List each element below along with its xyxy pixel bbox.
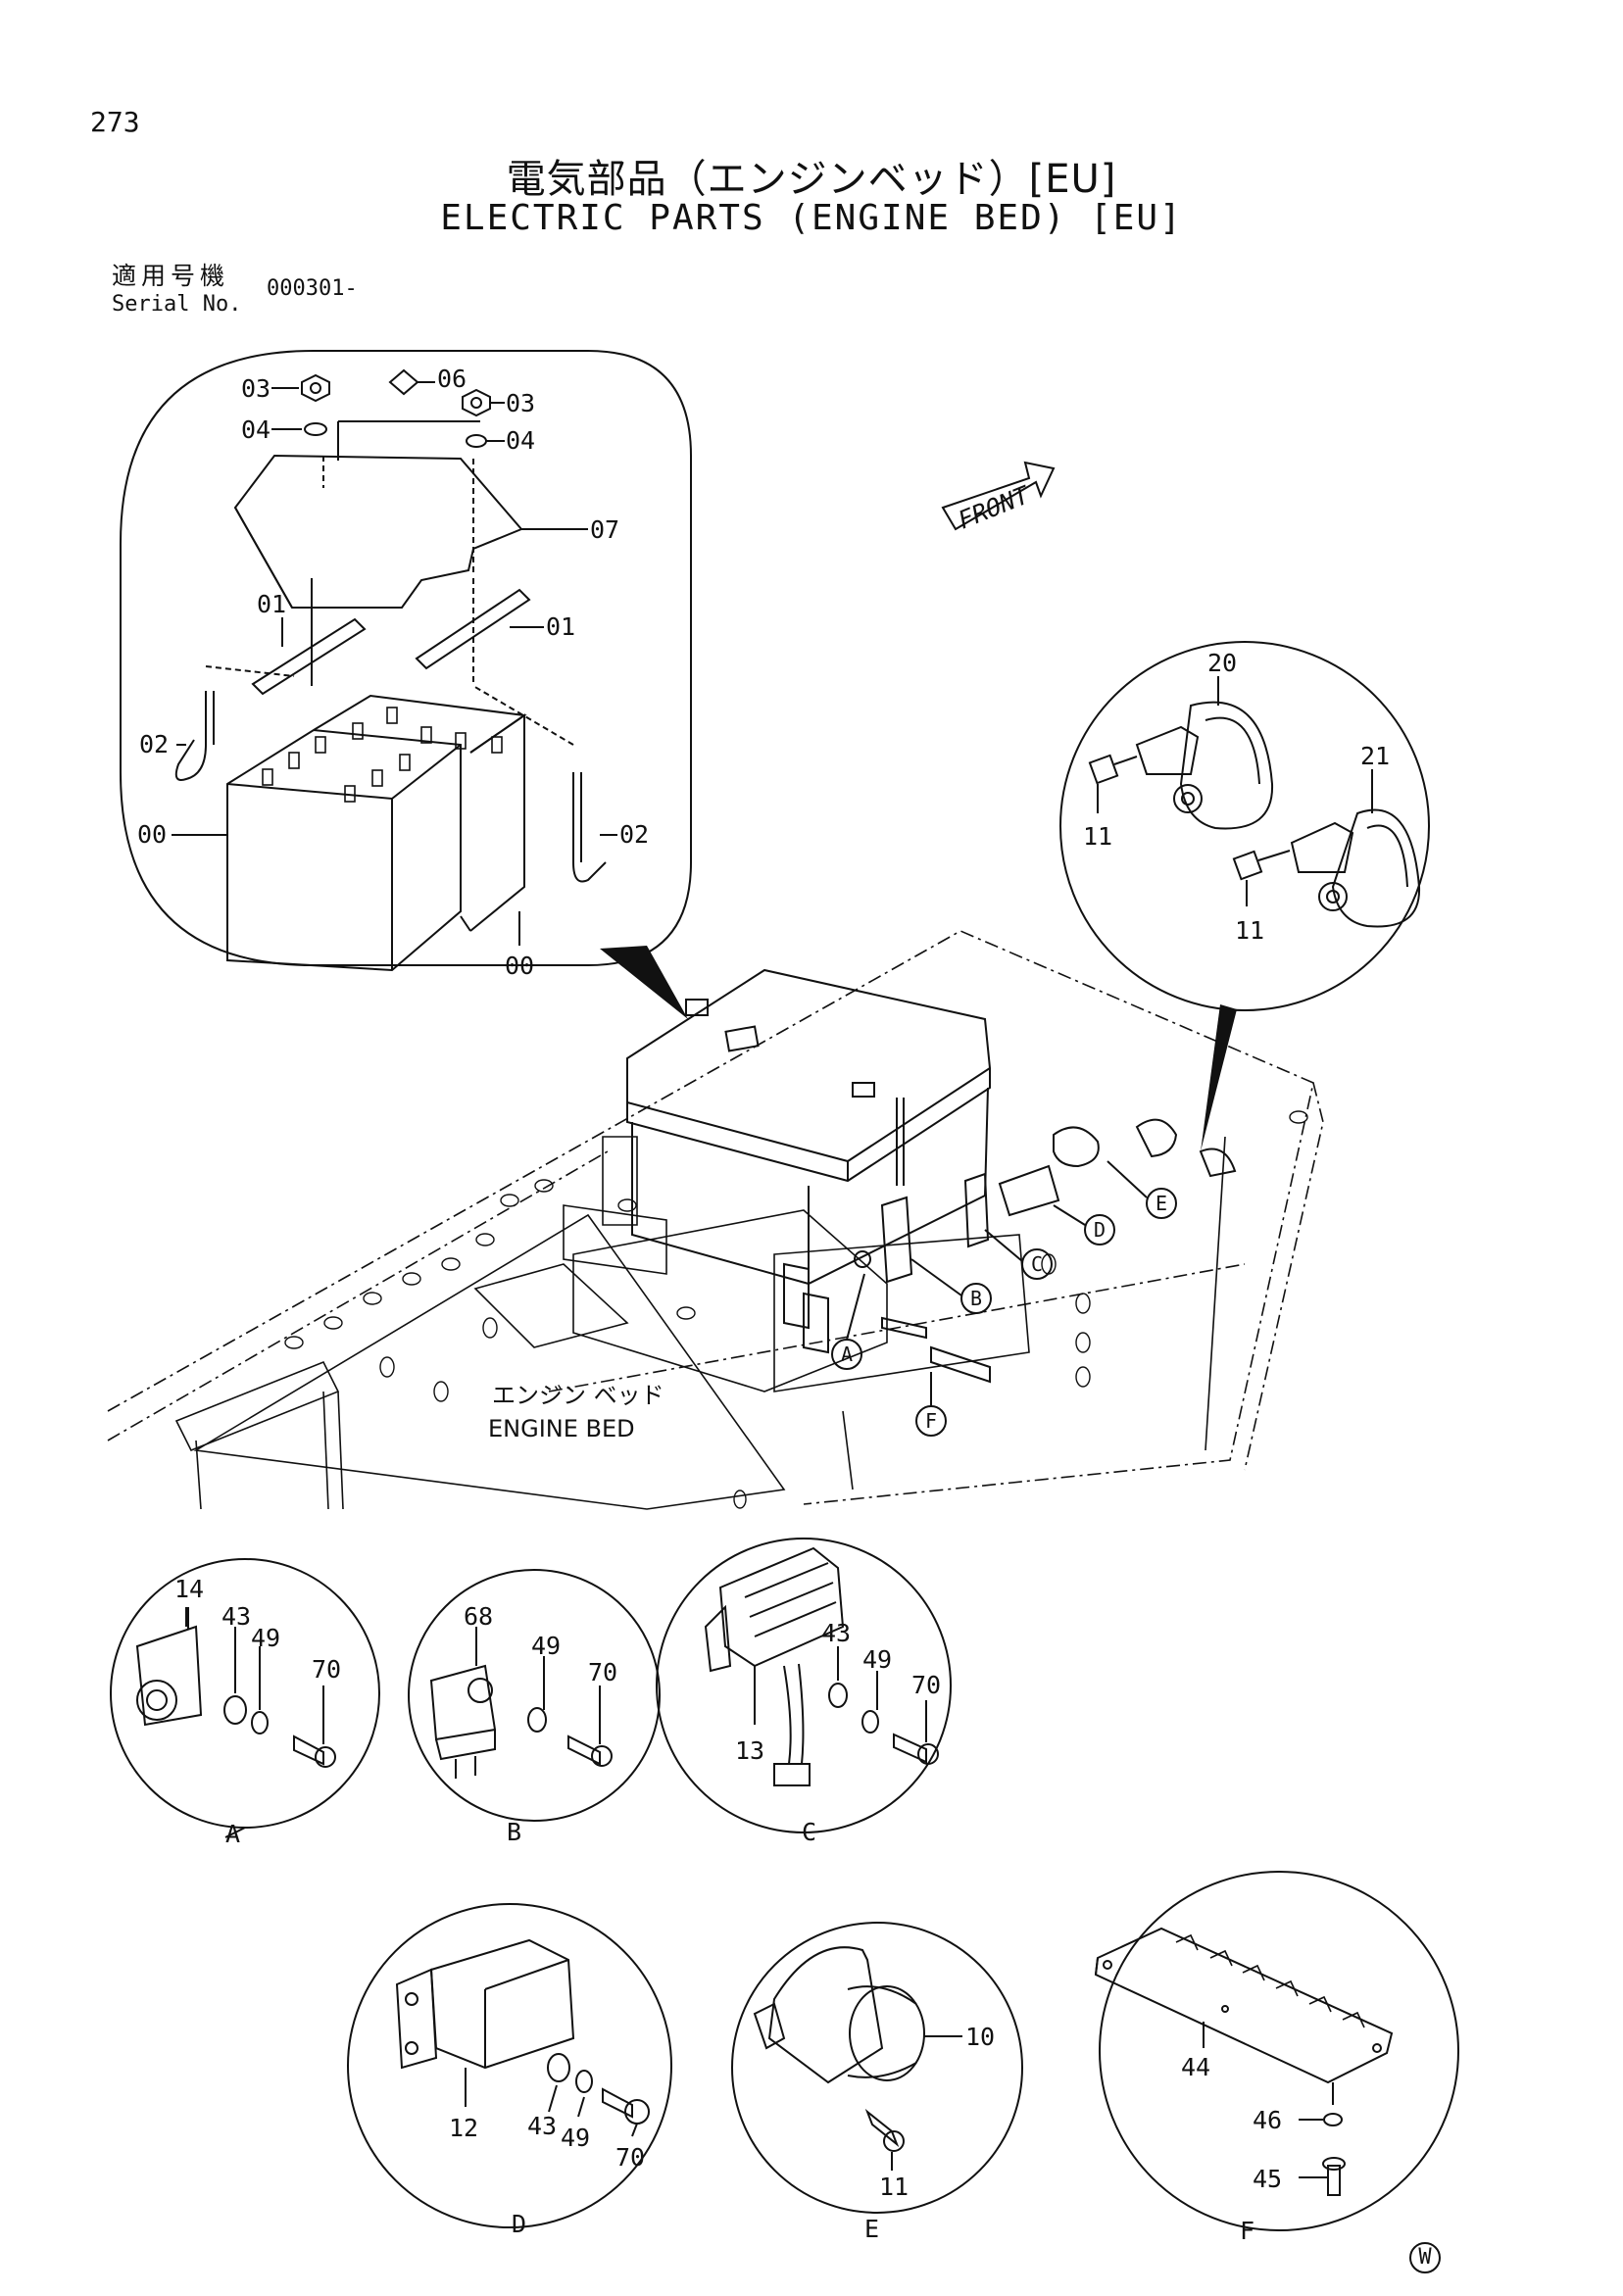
detail-a-part-3: 70: [312, 1655, 341, 1684]
front-direction-arrow: FRONT: [941, 461, 1056, 535]
detail-a-letter: A: [225, 1820, 240, 1848]
callout-letter-b: B: [970, 1287, 982, 1310]
page-title-english: ELECTRIC PARTS (ENGINE BED) [EU]: [440, 198, 1183, 238]
battery-label-03-right: 03: [506, 389, 535, 417]
battery-part-labels: 03 06 03 04 04 07 01 01 02 02 00 00: [137, 365, 649, 980]
horn-label-21: 21: [1360, 742, 1390, 770]
battery-label-01-right: 01: [546, 612, 575, 641]
detail-b-part-0: 68: [464, 1602, 493, 1631]
detail-e-part-1: 11: [879, 2173, 909, 2201]
detail-b-part-2: 70: [588, 1658, 617, 1686]
page-number: 273: [90, 106, 140, 138]
detail-a-part-1: 43: [221, 1602, 251, 1631]
detail-d-part-0: 12: [449, 2114, 478, 2142]
callout-letter-c: C: [1031, 1252, 1043, 1276]
detail-e-letter: E: [864, 2215, 879, 2243]
detail-a-part-2: 49: [251, 1624, 280, 1652]
callout-letter-f: F: [925, 1409, 937, 1433]
horn-label-11-right: 11: [1235, 916, 1264, 945]
battery-label-04-right: 04: [506, 426, 535, 455]
detail-d-letter: D: [512, 2210, 526, 2238]
callout-letter-a: A: [841, 1343, 853, 1366]
main-callouts: [831, 1160, 1177, 1437]
detail-e-part-0: 10: [965, 2023, 995, 2051]
serial-label-english: Serial No.: [112, 292, 242, 317]
front-label: FRONT: [954, 480, 1034, 535]
detail-a-part-0: 14: [174, 1575, 204, 1603]
detail-c-letter: C: [802, 1818, 816, 1846]
battery-label-04-left: 04: [241, 415, 270, 444]
engine-bed-frame: [107, 930, 1324, 1510]
battery-label-02-right: 02: [619, 820, 649, 849]
battery-label-02-left: 02: [139, 730, 169, 758]
engine-bed-label-japanese: エンジン ベッド: [492, 1382, 664, 1409]
battery-label-07: 07: [590, 515, 619, 544]
battery-label-00-left: 00: [137, 820, 167, 849]
callout-c: [984, 1229, 1053, 1280]
watermark-badge: W: [1409, 2242, 1441, 2273]
battery-box-assembly: [626, 968, 1237, 1384]
detail-view-d: [347, 1903, 672, 2228]
page-title-japanese: 電気部品（エンジンベッド）[EU]: [506, 157, 1117, 202]
main-callout-letters: A B C D E F: [841, 1192, 1167, 1433]
horn-label-20: 20: [1207, 649, 1237, 677]
detail-view-f: [1094, 1871, 1459, 2231]
battery-label-01-left: 01: [257, 590, 286, 618]
detail-d-part-2: 49: [561, 2124, 590, 2152]
callout-b: [910, 1258, 992, 1314]
battery-label-03-left: 03: [241, 374, 270, 403]
battery-label-06: 06: [437, 365, 467, 393]
detail-c-part-0: 43: [821, 1619, 851, 1647]
callout-d: [1053, 1204, 1115, 1246]
detail-f-part-2: 45: [1253, 2165, 1282, 2193]
callout-a: [831, 1273, 865, 1370]
serial-number-value: 000301-: [267, 276, 358, 301]
horn-part-labels: 20 21 11 11: [1083, 649, 1390, 945]
serial-label-japanese: 適用号機: [112, 262, 230, 290]
battery-label-00-right: 00: [505, 952, 534, 980]
detail-f-part-1: 46: [1253, 2106, 1282, 2134]
detail-c-part-1: 49: [862, 1645, 892, 1674]
detail-f-part-0: 44: [1181, 2053, 1210, 2081]
horn-label-11-left: 11: [1083, 822, 1112, 851]
detail-d-part-3: 70: [615, 2143, 645, 2172]
detail-b-letter: B: [507, 1818, 521, 1846]
detail-d-part-1: 43: [527, 2112, 557, 2140]
detail-view-b: [408, 1569, 661, 1822]
detail-view-e: [731, 1922, 1023, 2214]
callout-letter-e: E: [1156, 1192, 1167, 1215]
horn-detail-bubble: [1059, 641, 1430, 1151]
detail-f-letter: F: [1240, 2217, 1254, 2245]
callout-e: [1107, 1160, 1177, 1219]
detail-view-c: [656, 1538, 952, 1833]
detail-view-a: [110, 1558, 380, 1838]
battery-detail-bubble: [120, 350, 692, 1019]
callout-letter-d: D: [1094, 1218, 1106, 1242]
callout-f: [915, 1372, 947, 1437]
detail-c-part-3: 13: [735, 1736, 764, 1765]
engine-bed-label-english: ENGINE BED: [488, 1415, 635, 1442]
detail-c-part-2: 70: [911, 1671, 941, 1699]
detail-b-part-1: 49: [531, 1632, 561, 1660]
